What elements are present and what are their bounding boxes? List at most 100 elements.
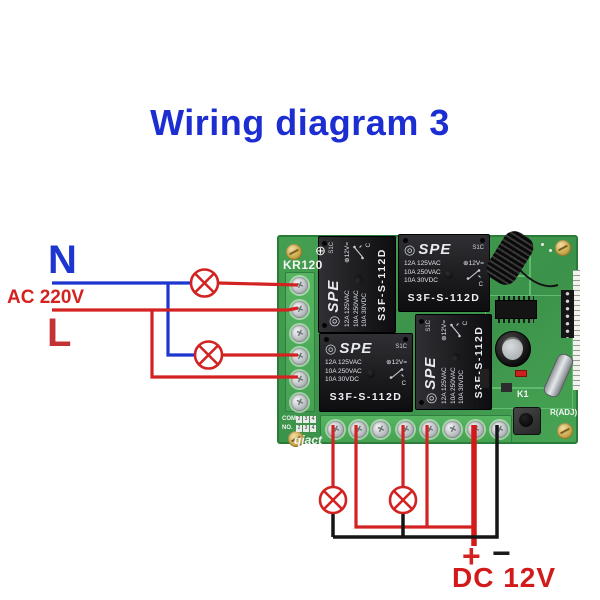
relay-brand: SPE xyxy=(325,279,342,313)
relay-rating: 10A 30VDC xyxy=(361,293,368,327)
relay-grade: S1C xyxy=(395,343,407,350)
coil-mark-icon: ⊕ xyxy=(386,359,392,366)
contact-mark: C xyxy=(478,282,483,288)
no-box: 3 xyxy=(303,424,309,432)
coil-mark-icon: ⊕ xyxy=(463,260,469,267)
relay-model: S3F-S-112D xyxy=(376,248,388,321)
relay-rating: 10A 250VAC xyxy=(404,268,441,276)
pcb-trace xyxy=(491,387,545,389)
relay-rating: 10A 250VAC xyxy=(325,367,362,375)
contact-switch-icon xyxy=(466,269,481,280)
board-brand-silkscreen: qiact xyxy=(294,433,323,447)
relay-rating: 10A 30VDC xyxy=(404,277,438,284)
spe-logo-icon: ◎ xyxy=(404,242,416,257)
terminal-screw xyxy=(444,421,461,438)
pin-header xyxy=(561,290,574,338)
wire-live xyxy=(52,281,299,379)
contact-mark: C xyxy=(401,381,406,387)
terminal-screw xyxy=(350,421,367,438)
coil-voltage: 12V xyxy=(344,245,351,258)
page-title: Wiring diagram 3 xyxy=(150,102,450,143)
contact-mark: C xyxy=(366,243,372,248)
button-label: K1 xyxy=(517,389,529,399)
board-model-silkscreen: KR120 xyxy=(283,258,323,272)
terminal-screw xyxy=(291,325,308,342)
relay-brand: SPE xyxy=(418,241,452,258)
terminal-screw xyxy=(397,421,414,438)
relay-model: S3F-S-112D xyxy=(407,292,481,304)
relay-2: ◎ SPE S1C 12A 125VAC 10A 250VAC 10A 30VD… xyxy=(398,234,490,312)
status-led xyxy=(515,370,527,377)
terminal-screw xyxy=(291,348,308,365)
terminal-screw xyxy=(291,394,308,411)
smd-component xyxy=(501,383,512,392)
dc-plus-label: + xyxy=(462,538,481,574)
relay-grade: S1C xyxy=(472,244,484,251)
terminal-screw xyxy=(467,421,484,438)
relay-rating: 10A 30VDC xyxy=(325,376,359,383)
dc-voltage-label: DC 12V xyxy=(452,562,557,593)
relay-dimple xyxy=(450,353,460,362)
mounting-screw xyxy=(555,240,571,256)
r-adj-label: R(ADJ) xyxy=(550,408,578,417)
relay-dimple xyxy=(444,269,453,279)
lamp-icon xyxy=(388,485,418,515)
relay-rating: 10A 250VAC xyxy=(449,367,457,404)
board-edge-connector xyxy=(573,270,580,390)
contact-switch-icon xyxy=(450,323,461,338)
lamp-icon xyxy=(189,268,220,298)
neutral-label: N xyxy=(48,238,77,282)
com-box: 3 xyxy=(303,415,309,423)
com-box: 2 xyxy=(296,415,302,423)
com-label: COM xyxy=(282,416,296,422)
ac-voltage-label: AC 220V xyxy=(7,287,85,308)
coil-voltage: 12V xyxy=(441,323,448,336)
ground-mark-icon: ⊕ xyxy=(315,243,326,258)
relay-rating: 10A 250VAC xyxy=(352,290,360,327)
relay-rating: 12A 125VAC xyxy=(344,290,351,327)
relay-model: S3F-S-112D xyxy=(473,325,485,399)
contact-switch-icon xyxy=(389,368,404,379)
spe-logo-icon: ◎ xyxy=(325,341,337,356)
smd-component xyxy=(480,369,489,388)
com-box: 4 xyxy=(310,415,316,423)
relay-brand: SPE xyxy=(422,356,439,390)
dc-symbol-icon: = xyxy=(480,260,484,267)
ic-chip xyxy=(495,296,537,323)
terminal-screw xyxy=(291,277,308,294)
relay-rating: 12A 125VAC xyxy=(441,367,448,404)
relay-rating: 10A 30VDC xyxy=(458,370,465,404)
comno-legend: COM 2 3 4 NO. 2 3 4 xyxy=(282,415,317,433)
mounting-screw xyxy=(557,423,573,439)
relay-3: ◎ SPE S1C 12A 125VAC 10A 250VAC 10A 30VD… xyxy=(319,333,413,412)
electrolytic-capacitor xyxy=(495,331,531,367)
lamp-icon xyxy=(318,485,348,515)
no-box: 4 xyxy=(310,424,316,432)
relay-grade: S1C xyxy=(328,242,335,254)
relay-rating: 12A 125VAC xyxy=(325,359,362,366)
dc-symbol-icon: = xyxy=(403,359,407,366)
mounting-screw xyxy=(288,431,304,447)
no-box: 2 xyxy=(296,424,302,432)
relay-dimple xyxy=(366,369,375,379)
terminal-screw xyxy=(372,421,389,438)
live-label: L xyxy=(47,311,72,355)
spe-logo-icon: ◎ xyxy=(326,315,341,327)
relay-1: ◎ SPE S1C 12A 125VAC 10A 250VAC 10A 30VD… xyxy=(318,236,396,333)
coil-voltage: 12V xyxy=(468,260,481,267)
terminal-screw xyxy=(291,371,308,388)
relay-4: ◎ SPE S1C 12A 125VAC 10A 250VAC 10A 30VD… xyxy=(415,314,492,410)
relay-grade: S1C xyxy=(425,320,432,332)
dc-symbol-icon: = xyxy=(344,243,351,246)
silkscreen-dot xyxy=(549,249,552,252)
relay-brand: SPE xyxy=(339,340,373,357)
coil-mark-icon: ⊕ xyxy=(441,335,448,341)
learning-push-button xyxy=(513,407,541,435)
silkscreen-dot xyxy=(541,243,544,246)
terminal-screw xyxy=(491,421,508,438)
dc-symbol-icon: = xyxy=(441,321,448,324)
coil-mark-icon: ⊕ xyxy=(344,257,351,263)
terminal-screw xyxy=(327,421,344,438)
spe-logo-icon: ◎ xyxy=(423,392,438,404)
contact-switch-icon xyxy=(353,245,364,260)
